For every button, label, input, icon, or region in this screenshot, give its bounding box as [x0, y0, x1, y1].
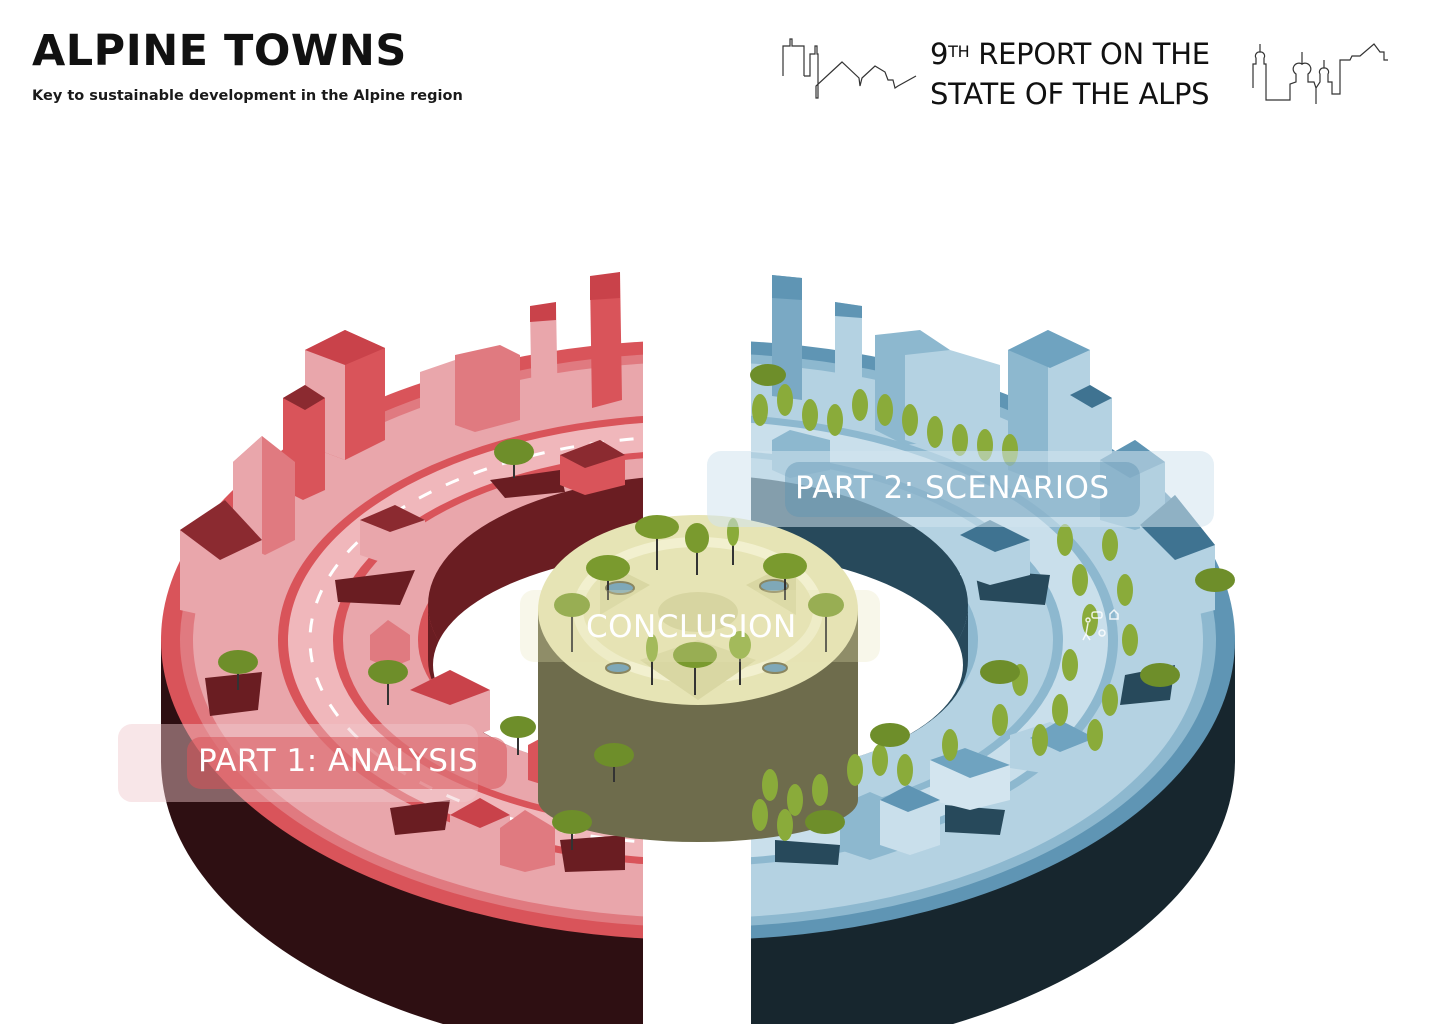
- report-line1: REPORT ON THE: [969, 37, 1210, 71]
- analysis-label-box: [187, 737, 507, 789]
- mobility-icons: [1082, 608, 1119, 641]
- skyline-right-icon: [1252, 43, 1388, 104]
- report-line2: STATE OF THE ALPS: [930, 77, 1210, 111]
- report-number: 9: [930, 37, 949, 71]
- page-title: ALPINE TOWNS: [32, 26, 407, 76]
- part2-scenarios-label[interactable]: PART 2: SCENARIOS: [795, 470, 1110, 506]
- skyline-left-icon: [782, 38, 917, 99]
- conclusion-label[interactable]: CONCLUSION: [586, 609, 797, 645]
- trees: [218, 364, 1235, 850]
- scenarios-label-box: [785, 462, 1140, 517]
- page-subtitle: Key to sustainable development in the Al…: [32, 88, 463, 104]
- report-title: 9TH REPORT ON THE STATE OF THE ALPS: [930, 34, 1210, 114]
- scenarios-label-halo: [707, 451, 1214, 527]
- conclusion-label-halo: [520, 590, 880, 662]
- part1-analysis-label[interactable]: PART 1: ANALYSIS: [198, 743, 479, 779]
- report-sup: TH: [948, 42, 970, 61]
